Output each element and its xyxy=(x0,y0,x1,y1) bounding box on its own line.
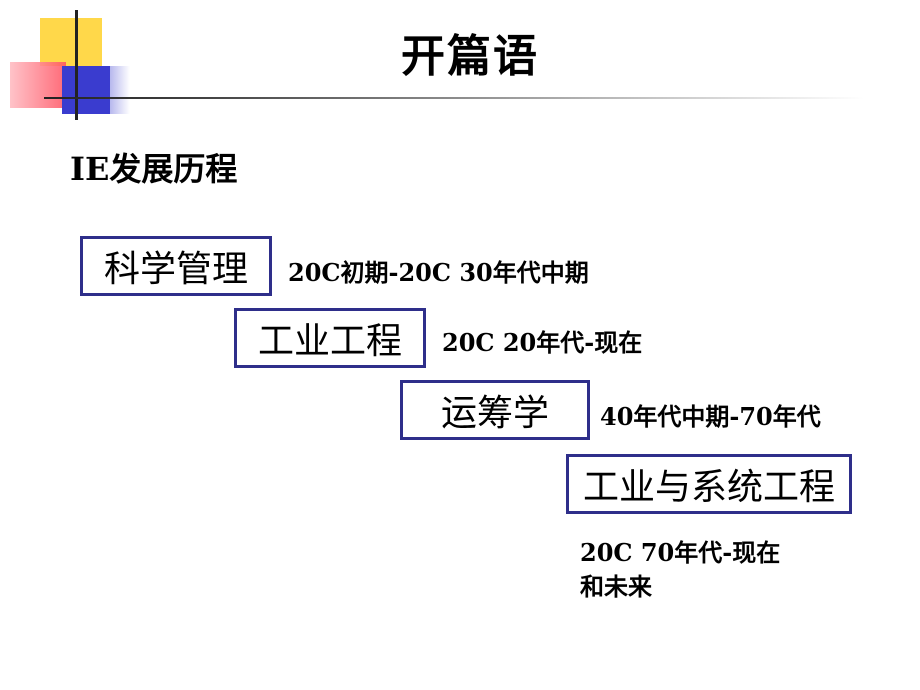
decor-blue-fade xyxy=(100,66,130,114)
stage-period-line-2: 和未来 xyxy=(580,572,652,601)
stage-period-line-1: 20C 70年代-现在 xyxy=(580,538,781,567)
title-underline xyxy=(44,97,864,99)
stage-period-operations-research: 40年代中期-70年代 xyxy=(600,402,821,431)
stage-box-industrial-engineering: 工业工程 xyxy=(234,308,426,368)
decor-yellow-square xyxy=(40,18,102,66)
section-subtitle: IE发展历程 xyxy=(70,150,238,188)
decor-red-fade xyxy=(10,62,66,108)
stage-period-industrial-systems-engineering: 20C 70年代-现在 和未来 xyxy=(580,536,780,604)
decor-vertical-line xyxy=(75,10,78,120)
stage-box-operations-research: 运筹学 xyxy=(400,380,590,440)
stage-box-industrial-systems-engineering: 工业与系统工程 xyxy=(566,454,852,514)
page-title: 开篇语 xyxy=(401,31,539,82)
stage-period-industrial-engineering: 20C 20年代-现在 xyxy=(442,328,643,357)
stage-period-scientific-management: 20C初期-20C 30年代中期 xyxy=(288,258,589,287)
stage-box-scientific-management: 科学管理 xyxy=(80,236,272,296)
